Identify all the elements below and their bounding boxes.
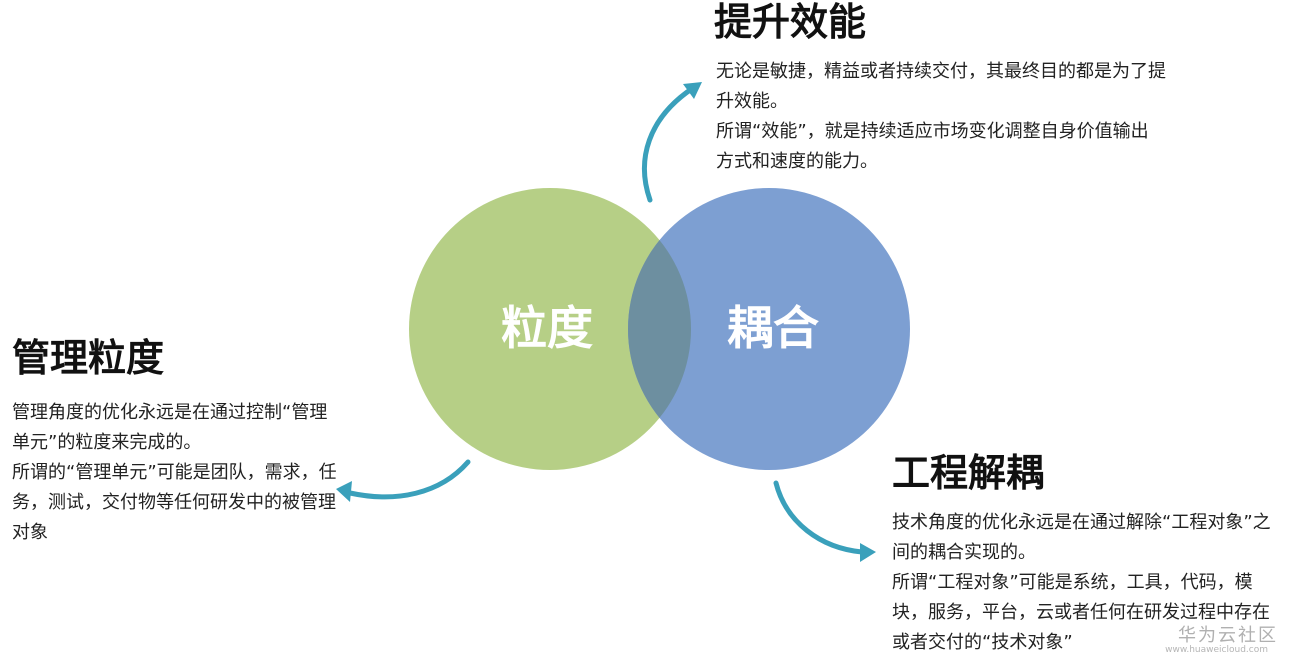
arrow-to-management [347, 459, 471, 500]
management-paragraph: 管理角度的优化永远是在通过控制“管理单元”的粒度来完成的。 [12, 402, 328, 453]
management-paragraph: 所谓的“管理单元”可能是团队，需求，任务，测试，交付物等任何研发中的被管理对象 [12, 462, 337, 543]
watermark-url: www.huaweicloud.com [1165, 645, 1268, 655]
engineering-decoupling-heading: 工程解耦 [892, 451, 1045, 495]
efficiency-description: 无论是敏捷，精益或者持续交付，其最终目的都是为了提升效能。 所谓“效能”，就是持… [716, 57, 1166, 177]
coupling-label: 耦合 [727, 301, 819, 355]
decoupling-paragraph: 所谓“工程对象”可能是系统，工具，代码，模块，服务，平台，云或者任何在研发过程中… [892, 572, 1270, 653]
engineering-decoupling-description: 技术角度的优化永远是在通过解除“工程对象”之间的耦合实现的。 所谓“工程对象”可… [892, 508, 1287, 658]
arrow-to-efficiency-head [683, 82, 702, 99]
arrow-to-management-head [336, 481, 352, 502]
arrow-to-decoupling-head [860, 543, 876, 562]
arrow-to-efficiency [641, 85, 696, 203]
efficiency-heading: 提升效能 [714, 0, 867, 44]
management-granularity-description: 管理角度的优化永远是在通过控制“管理单元”的粒度来完成的。 所谓的“管理单元”可… [12, 398, 342, 548]
arrow-to-decoupling [773, 480, 865, 555]
granularity-circle [409, 188, 691, 470]
efficiency-paragraph: 无论是敏捷，精益或者持续交付，其最终目的都是为了提升效能。 [716, 61, 1166, 112]
management-granularity-heading: 管理粒度 [12, 336, 165, 380]
granularity-label: 粒度 [501, 301, 593, 355]
coupling-circle [628, 188, 910, 470]
decoupling-paragraph: 技术角度的优化永远是在通过解除“工程对象”之间的耦合实现的。 [892, 512, 1271, 563]
watermark: 华为云社区 [1178, 625, 1278, 646]
efficiency-paragraph: 所谓“效能”，就是持续适应市场变化调整自身价值输出方式和速度的能力。 [716, 121, 1149, 172]
